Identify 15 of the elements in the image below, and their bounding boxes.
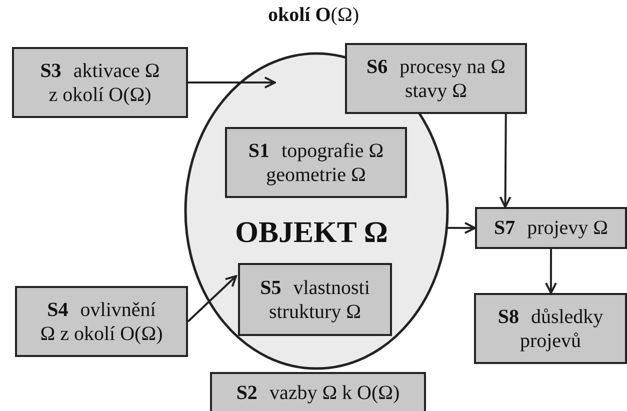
arrow <box>187 275 238 322</box>
process-box: S8 důsledky projevů <box>474 293 627 364</box>
arrow <box>544 249 557 294</box>
process-box: S1 topografie Ω geometrie Ω <box>225 127 407 198</box>
process-box: S2 vazby Ω k O(Ω) <box>210 372 426 411</box>
process-box: S4 ovlivnění Ω z okolí O(Ω) <box>15 286 188 357</box>
arrow <box>446 222 476 234</box>
arrow <box>188 76 276 89</box>
arrow <box>499 114 512 208</box>
process-box: S7 projevy Ω <box>475 207 627 249</box>
process-box: S3 aktivace Ω z okolí O(Ω) <box>12 47 188 118</box>
diagram-title: okolí O(Ω) <box>268 4 359 27</box>
object-label: OBJEKT Ω <box>235 216 388 250</box>
process-box: S6 procesy na Ω stavy Ω <box>345 43 527 114</box>
process-box: S5 vlastnosti struktury Ω <box>238 263 392 336</box>
